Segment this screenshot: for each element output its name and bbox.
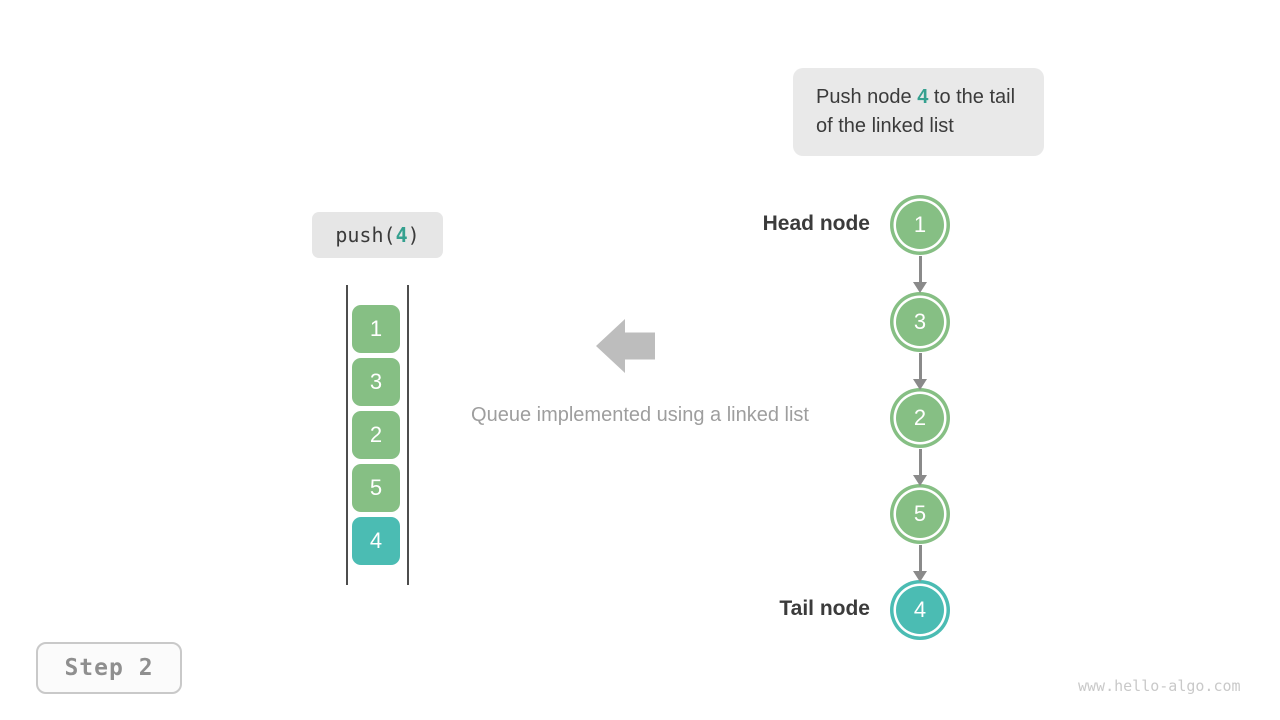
stack-item-value: 4 <box>369 528 383 553</box>
tail-node-label: Tail node <box>779 597 870 620</box>
down-arrow-connector-icon <box>913 353 927 390</box>
down-arrow-connector-icon <box>913 545 927 582</box>
stack-item: 3 <box>352 358 400 406</box>
stack-item: 1 <box>352 305 400 353</box>
left-block-arrow-icon <box>596 319 655 373</box>
linked-list-node: 2 <box>896 394 944 442</box>
node-value: 3 <box>913 309 927 334</box>
step-badge: Step 2 <box>36 642 182 694</box>
node-value: 1 <box>913 212 927 237</box>
callout-prefix: Push node <box>816 86 918 108</box>
callout-highlight-value: 4 <box>917 86 929 108</box>
linked-list-node: 3 <box>896 298 944 346</box>
stack-item-value: 1 <box>369 316 383 341</box>
queue-rail-right <box>407 285 409 585</box>
queue-rail-left <box>346 285 348 585</box>
linked-list-node: 1 <box>896 201 944 249</box>
callout-text: Push node 4 to the tail of the linked li… <box>816 83 1021 141</box>
down-arrow-connector-icon <box>913 449 927 486</box>
callout-push-node: Push node 4 to the tail of the linked li… <box>793 68 1044 156</box>
watermark-url: www.hello-algo.com <box>1078 677 1241 695</box>
down-arrow-connector-icon <box>913 256 927 293</box>
callout-suffix: to the tail of the linked list <box>816 86 1016 137</box>
node-value: 2 <box>913 405 927 430</box>
stack-item-value: 3 <box>369 369 383 394</box>
diagram-caption: Queue implemented using a linked list <box>471 404 809 426</box>
node-value: 4 <box>913 597 927 622</box>
head-node-label: Head node <box>762 212 870 235</box>
stack-item: 4 <box>352 517 400 565</box>
push-operation-label: push(4) <box>312 212 443 258</box>
push-label-prefix: push( <box>335 223 396 247</box>
stack-item-value: 5 <box>369 475 383 500</box>
push-label-suffix: ) <box>407 223 420 247</box>
stack-item: 2 <box>352 411 400 459</box>
stack-item: 5 <box>352 464 400 512</box>
linked-list-node: 4 <box>896 586 944 634</box>
linked-list-node: 5 <box>896 490 944 538</box>
stack-item-value: 2 <box>369 422 383 447</box>
push-label-value: 4 <box>395 223 408 247</box>
queue-stack: 1 3 2 5 4 <box>352 305 400 565</box>
node-value: 5 <box>913 501 927 526</box>
